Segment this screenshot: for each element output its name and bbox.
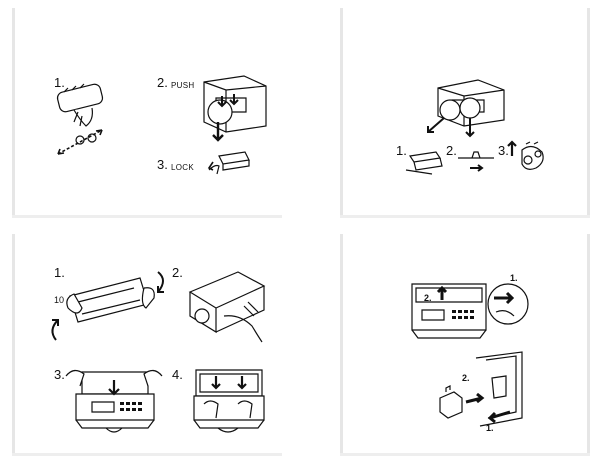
panel-edge [12, 453, 282, 456]
panel-edge [12, 215, 282, 218]
step-action-label: LOCK [171, 163, 194, 172]
callout-number: 2. [462, 373, 470, 383]
panel-edge [340, 234, 343, 456]
panel-waste-bottle-steps: 2. 1. 2. 1. [340, 234, 590, 456]
rotation-count-label: 10 [54, 295, 65, 305]
step-number: 1. [54, 265, 65, 280]
panel-edge [340, 453, 590, 456]
panel-edge [12, 234, 15, 456]
callout-number: 1. [510, 273, 518, 283]
toner-rotate-illustration [48, 264, 164, 344]
panel-new-toner-steps: 1. 10 2. 3. [12, 234, 282, 456]
panel-edge [340, 8, 343, 218]
step-number: 4. [172, 367, 183, 382]
step-number: 3. [498, 143, 509, 158]
step-number: 1. [54, 75, 65, 90]
seal-removal-illustration [184, 266, 276, 346]
waste-bottle-remove-illustration [436, 348, 536, 434]
step-action-label: PUSH [171, 81, 195, 90]
printer-release-illustration [424, 74, 516, 144]
step-number: 2. [172, 265, 183, 280]
printer-push-illustration [196, 70, 276, 150]
panel-edge [587, 8, 590, 218]
step-number: 2. [157, 75, 168, 90]
step-number: 3. [157, 157, 168, 172]
step-number: 2. [446, 143, 457, 158]
step-number: 3. [54, 367, 65, 382]
panel-edge [587, 234, 590, 456]
insert-toner-illustration [66, 362, 162, 438]
panel-edge [12, 8, 15, 218]
panel-toner-removal-steps: 1. 2. 3. [340, 8, 590, 218]
push-toner-illustration [188, 362, 270, 438]
magnified-latch-illustration [486, 278, 530, 330]
remove-toner-illustration [508, 136, 550, 176]
printer-door-open-illustration [406, 274, 492, 342]
toner-shake-illustration [46, 82, 116, 162]
release-lever-illustration [404, 148, 444, 176]
panel-edge [340, 215, 590, 218]
panel-toner-install-steps: 1. 2. PUSH 3. LOCK [12, 8, 282, 218]
step-number: 1. [396, 143, 407, 158]
callout-number: 1. [486, 423, 494, 433]
lever-slide-illustration [456, 148, 496, 176]
lock-lever-illustration [205, 148, 253, 182]
callout-number: 2. [424, 293, 432, 303]
